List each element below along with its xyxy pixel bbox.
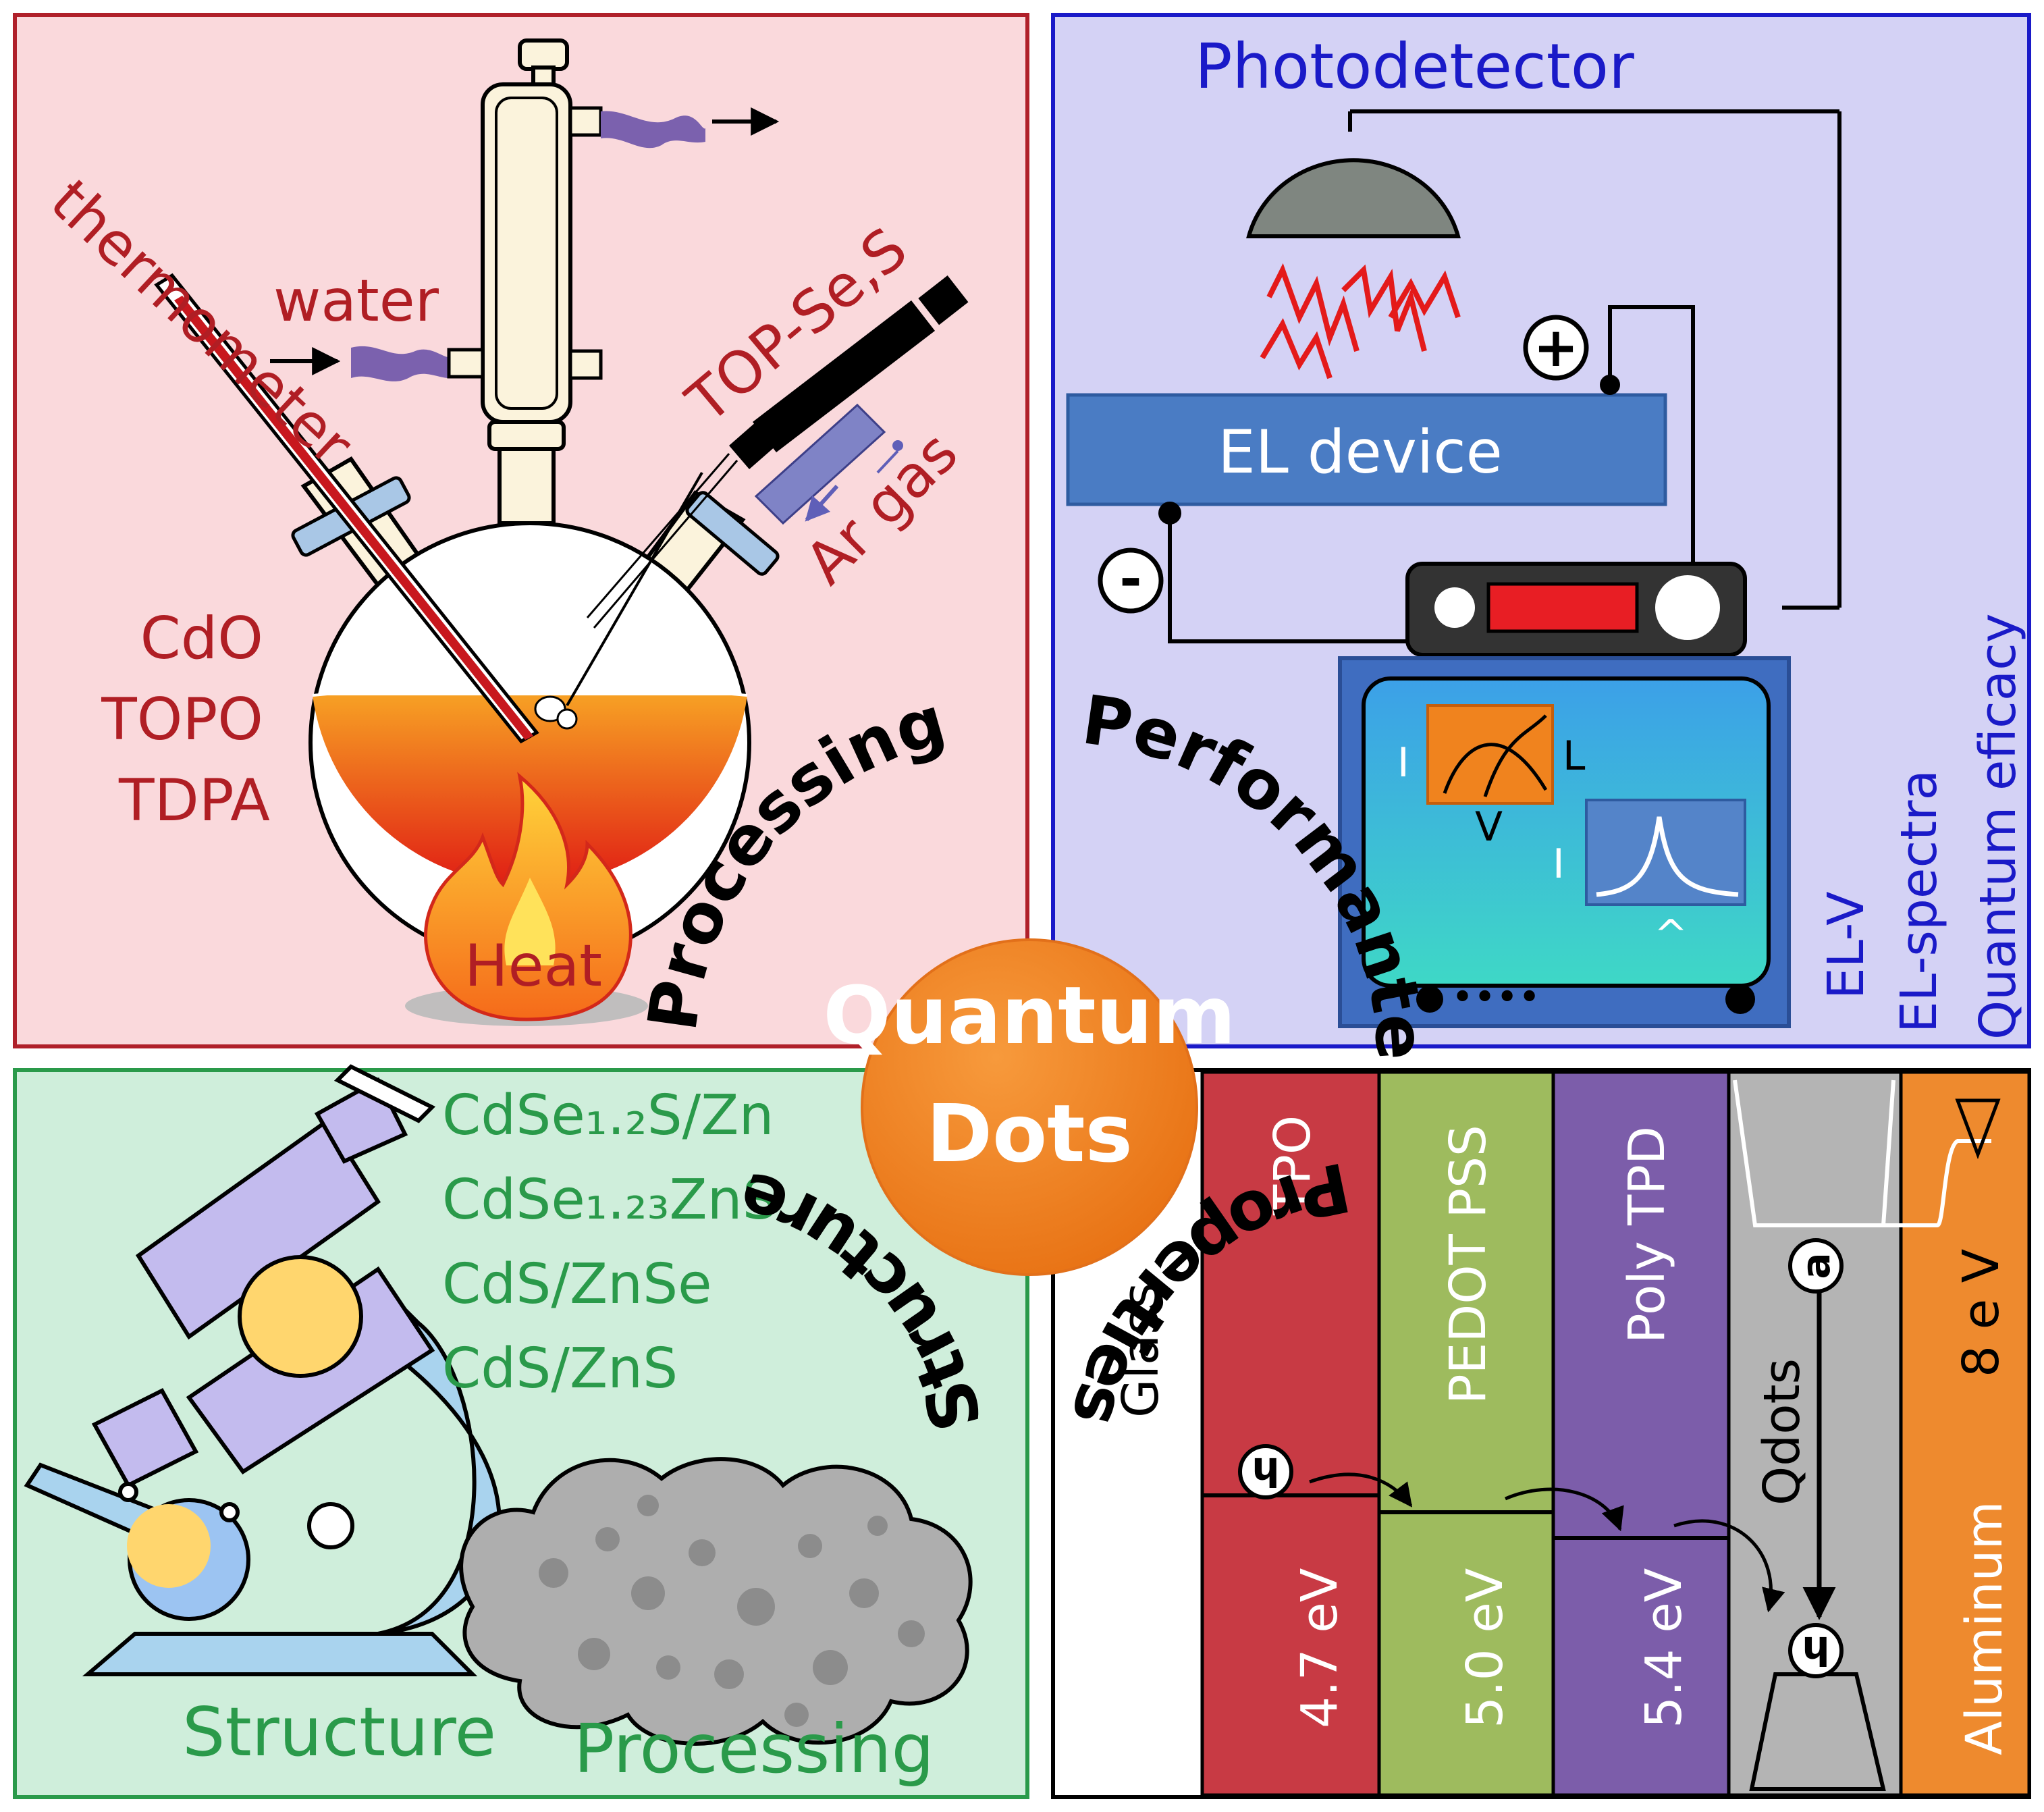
layer-aluminum xyxy=(1899,1070,2031,1797)
reagent-tdpa: TDPA xyxy=(118,767,270,834)
instrument-dots: •••• xyxy=(1451,976,1540,1019)
layer-energy-pedot: 5.0 eV xyxy=(1456,1568,1514,1728)
structure-processing-label: Processing xyxy=(574,1709,934,1788)
center-title-line1: Quantum xyxy=(823,969,1235,1062)
measure-quantum-efficacy: Quantum eficacy xyxy=(1969,613,2027,1040)
syringe-icon xyxy=(566,275,969,707)
light-emission-icon xyxy=(1260,263,1461,379)
iv-v-mark: V xyxy=(1475,803,1503,851)
measure-el-spectra: EL-spectra xyxy=(1890,770,1948,1033)
positive-terminal-icon: + xyxy=(1523,315,1589,381)
argas-inlet-tube xyxy=(754,403,903,525)
qdot-band-shape xyxy=(1733,1080,1991,1227)
composition-cdse-s-zns-1: CdSe₁.₂S/Zn xyxy=(442,1084,774,1148)
composition-cdse-s-zns-2: CdSe₁.₂₃ZnS xyxy=(442,1168,778,1232)
hole-symbol-text: h xyxy=(1802,1628,1829,1674)
hole-transport-arrows xyxy=(1309,1289,1836,1620)
spectrum-i-mark: I xyxy=(1553,841,1565,888)
iv-l-mark: L xyxy=(1563,732,1586,780)
el-device-label: EL device xyxy=(1218,417,1503,487)
thermometer-icon xyxy=(154,273,539,744)
circuit-wires xyxy=(1158,305,1695,643)
quantum-dots-center: Quantum Dots xyxy=(823,938,1236,1276)
layer-label-glass: Glass xyxy=(1112,1283,1170,1418)
composition-cds-zns: CdS/ZnS xyxy=(442,1337,678,1401)
iv-i-mark: I xyxy=(1397,739,1409,787)
negative-terminal-icon: - xyxy=(1098,548,1164,614)
structure-panel: CdSe₁.₂S/Zn CdSe₁.₂₃ZnS CdS/ZnSe CdS/ZnS… xyxy=(13,1064,1029,1799)
microscope-icon xyxy=(24,1064,502,1676)
water-inlet-tube xyxy=(270,346,485,381)
source-meter-instrument: I L V I ^ •••• xyxy=(1338,562,1791,1028)
heat-flame-icon xyxy=(405,772,648,1026)
condenser xyxy=(481,38,603,525)
performance-panel: Photodetector EL device + xyxy=(1051,13,2031,1048)
el-device: EL device xyxy=(1066,393,1667,506)
minus-symbol: - xyxy=(1119,548,1141,610)
hole-symbol-1: h xyxy=(1238,1444,1293,1499)
layer-label-qdots: Qdots xyxy=(1753,1358,1811,1505)
reagent-cdo: CdO xyxy=(140,605,263,672)
layer-label-polytpd: Poly TPD xyxy=(1618,1126,1676,1343)
photodetector-icon xyxy=(1246,109,1841,610)
water-label: water xyxy=(273,267,439,335)
layer-pedot-pss xyxy=(1377,1070,1555,1797)
structure-label: Structure xyxy=(182,1693,496,1771)
measure-el-v: EL-V xyxy=(1817,891,1875,999)
electron-symbol: a xyxy=(1788,1238,1844,1294)
electron-symbol-text: a xyxy=(1793,1252,1839,1279)
layer-label-tpo: TPO xyxy=(1264,1115,1322,1216)
photodetector-label: Photodetector xyxy=(1195,30,1634,103)
reagent-topo: TOPO xyxy=(101,686,263,753)
band-diagram-layers xyxy=(1055,1070,2031,1797)
center-title-line2: Dots xyxy=(926,1087,1133,1180)
water-outlet-tube xyxy=(601,107,780,149)
layer-energy-aluminum: 8 e V xyxy=(1952,1248,2010,1377)
layer-label-aluminum: Aluminum xyxy=(1956,1501,2014,1755)
properties-panel: h h a Glass TPO 4.7 eV PEDOT PSS 5.0 eV … xyxy=(1051,1068,2031,1799)
spectrum-lambda-mark: ^ xyxy=(1654,911,1688,959)
plus-symbol: + xyxy=(1533,316,1578,379)
layer-energy-polytpd: 5.4 eV xyxy=(1635,1568,1693,1728)
layer-label-pedot: PEDOT PSS xyxy=(1439,1125,1497,1404)
nanoparticle-tem-cloud xyxy=(459,1457,973,1746)
composition-cds-znse: CdS/ZnSe xyxy=(442,1252,712,1316)
heat-label: Heat xyxy=(464,932,602,1000)
qdot-valence-well xyxy=(1749,1098,2001,1791)
processing-panel: thermometer water TOP-Se,S Ar gas CdO TO… xyxy=(13,13,1029,1048)
hole-symbol-2: h xyxy=(1788,1623,1844,1678)
hole-symbol-text: h xyxy=(1252,1449,1279,1495)
layer-energy-tpo: 4.7 eV xyxy=(1291,1568,1349,1728)
